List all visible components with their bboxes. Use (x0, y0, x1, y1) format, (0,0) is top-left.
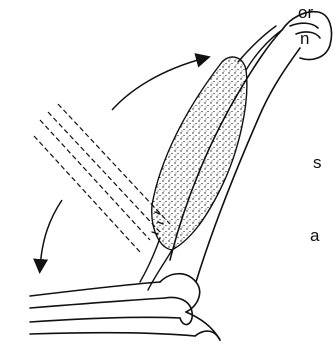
elbow-joint (160, 274, 220, 340)
forearm-lowered-dashed (34, 104, 170, 252)
forearm-bones (30, 282, 195, 336)
extension-arrow (40, 200, 62, 268)
text-fragment-a: a (310, 226, 320, 245)
flexion-arrow (112, 58, 205, 110)
text-fragment-s: s (313, 153, 322, 172)
biceps-muscle (152, 57, 247, 250)
